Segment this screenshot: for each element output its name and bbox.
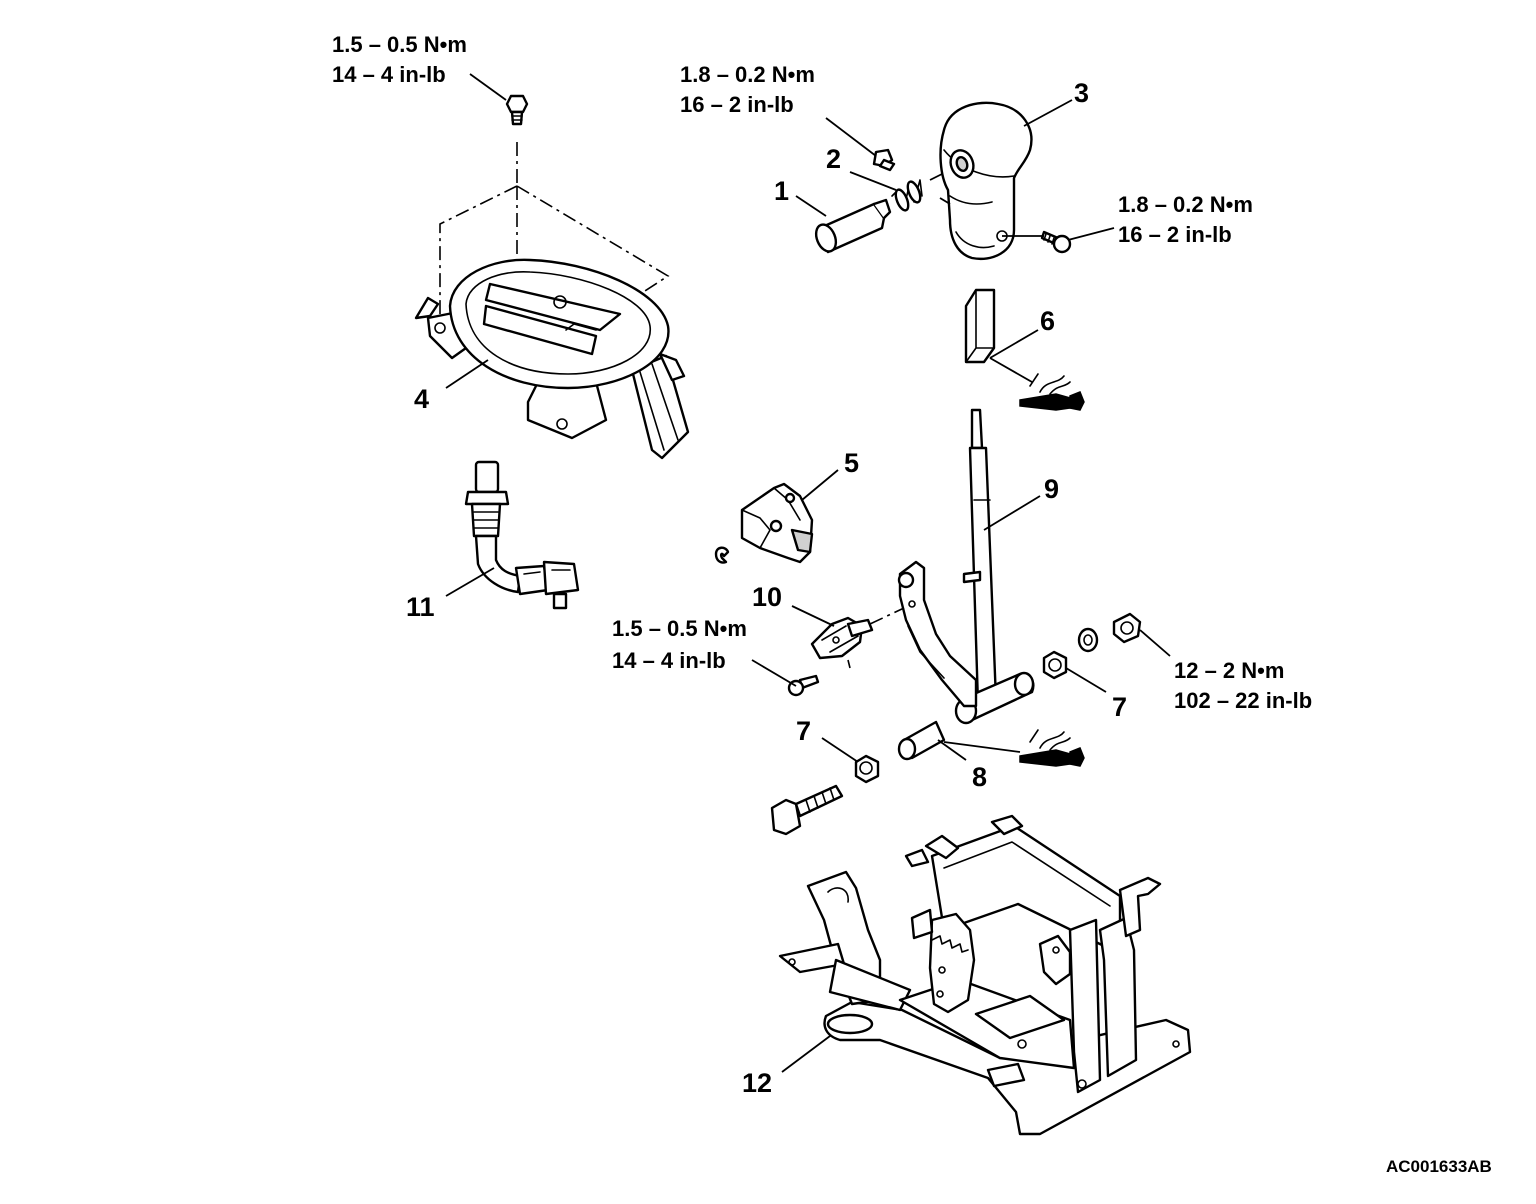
callout-7-lower: 7 [796, 716, 811, 746]
callout-6: 6 [1040, 306, 1055, 336]
torque-switch-screw-nm: 1.5 – 0.5 N•m [612, 616, 747, 641]
torque-knob-side-nm: 1.8 – 0.2 N•m [1118, 192, 1253, 217]
knob-top-screw [872, 148, 896, 172]
plate-part-6 [964, 288, 996, 364]
reference-code: AC001633AB [1386, 1157, 1492, 1176]
e-clip [714, 546, 730, 564]
shift-button-part-1 [814, 198, 892, 254]
nut-part-7-lower [854, 754, 880, 784]
base-bracket-part-12 [778, 814, 1192, 1136]
bushing-part-8 [897, 720, 946, 761]
callout-4: 4 [414, 384, 429, 414]
switch-screw [787, 674, 820, 697]
torque-pivot-nut-inlb: 102 – 22 in-lb [1174, 688, 1312, 713]
knob-side-screw [1040, 230, 1072, 254]
callout-5: 5 [844, 448, 859, 478]
leader-lines [445, 73, 1171, 1073]
torque-pivot-nut-nm: 12 – 2 N•m [1174, 658, 1284, 683]
bolt [770, 784, 844, 836]
torque-knob-top-nm: 1.8 – 0.2 N•m [680, 62, 815, 87]
washer [1077, 627, 1099, 653]
callout-2: 2 [826, 144, 841, 174]
torque-cover-bolt-nm: 1.5 – 0.5 N•m [332, 32, 467, 57]
torque-switch-screw-inlb: 14 – 4 in-lb [612, 648, 726, 673]
nut-part-7-upper [1042, 650, 1068, 680]
callout-8: 8 [972, 762, 987, 792]
torque-cover-bolt-inlb: 14 – 4 in-lb [332, 62, 446, 87]
callout-12: 12 [742, 1068, 772, 1098]
torque-knob-side-inlb: 16 – 2 in-lb [1118, 222, 1232, 247]
pivot-nut [1112, 612, 1142, 644]
callout-1: 1 [774, 176, 789, 206]
callout-7-upper: 7 [1112, 692, 1127, 722]
switch-part-10 [810, 607, 905, 669]
bracket-part-5 [740, 482, 814, 564]
torque-knob-top-inlb: 16 – 2 in-lb [680, 92, 794, 117]
callout-3: 3 [1074, 78, 1089, 108]
shift-lever-part-9 [897, 408, 1035, 725]
callout-10: 10 [752, 582, 782, 612]
callout-9: 9 [1044, 474, 1059, 504]
shift-knob-part-3 [939, 101, 1033, 261]
grease-icon [1019, 373, 1085, 411]
indicator-cover-part-4 [414, 94, 690, 460]
callout-11: 11 [406, 592, 435, 622]
harness-part-11 [464, 460, 580, 610]
grease-icon [1019, 729, 1085, 767]
